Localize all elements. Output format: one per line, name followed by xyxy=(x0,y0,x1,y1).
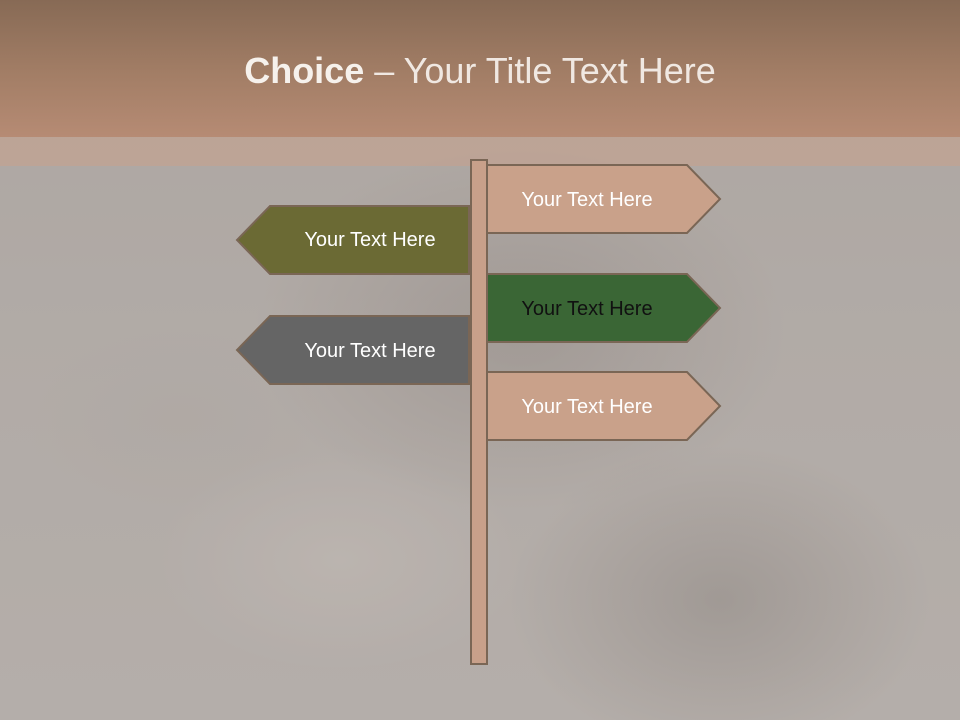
title-bar xyxy=(0,0,960,137)
sign-3-label: Your Text Here xyxy=(521,298,652,320)
sign-5[interactable]: Your Text Here xyxy=(486,371,722,441)
sign-2-arrow xyxy=(235,205,470,275)
sign-3-arrow xyxy=(486,273,722,343)
title-bold-word: Choice xyxy=(244,50,365,91)
sign-4-arrow xyxy=(235,315,470,385)
sign-3[interactable]: Your Text Here xyxy=(486,273,722,343)
sign-1[interactable]: Your Text Here xyxy=(486,164,722,234)
sign-2-label: Your Text Here xyxy=(304,229,435,251)
sign-1-label: Your Text Here xyxy=(521,189,652,211)
sign-4[interactable]: Your Text Here xyxy=(235,315,470,385)
slide-title[interactable]: Choice – Your Title Text Here xyxy=(0,50,960,92)
title-text: Your Title Text Here xyxy=(403,50,716,91)
signpost-pole[interactable] xyxy=(470,159,488,665)
sign-5-arrow xyxy=(486,371,722,441)
sign-1-arrow xyxy=(486,164,722,234)
sign-2[interactable]: Your Text Here xyxy=(235,205,470,275)
sign-5-label: Your Text Here xyxy=(521,396,652,418)
sign-4-label: Your Text Here xyxy=(304,340,435,362)
title-separator: – xyxy=(364,50,404,91)
